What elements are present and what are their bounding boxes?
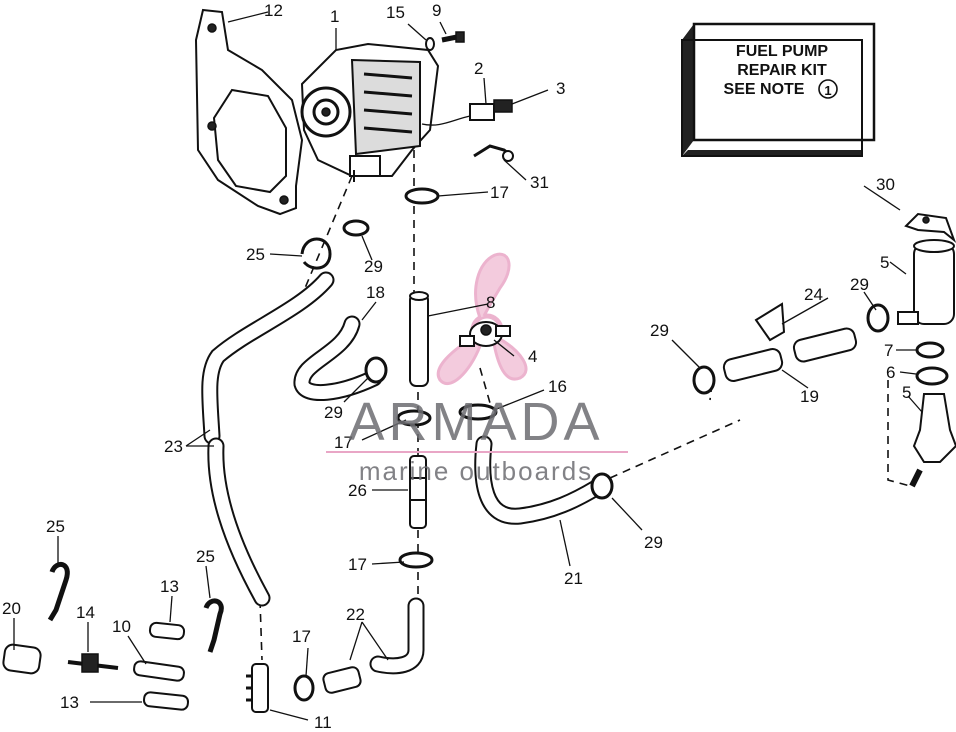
callout-6-bottom: 6 [886, 363, 895, 382]
callout-9: 9 [432, 1, 441, 20]
callout-15: 15 [386, 3, 405, 22]
clamp-29-right [590, 472, 614, 500]
callout-30: 30 [876, 175, 895, 194]
clamp-29-left [364, 356, 388, 384]
callout-17-top: 17 [490, 183, 509, 202]
repair-kit-box: FUEL PUMP REPAIR KIT SEE NOTE 1 [681, 22, 876, 157]
callout-18: 18 [366, 283, 385, 302]
callout-5-top: 5 [880, 253, 889, 272]
clip-25-mid [203, 598, 224, 653]
callout-24: 24 [804, 285, 823, 304]
washer [425, 37, 435, 51]
clip [473, 144, 514, 162]
callout-labels: 12 1 15 9 2 3 31 17 30 5 29 24 29 19 7 6… [2, 1, 911, 732]
callout-26: 26 [348, 481, 367, 500]
callout-19: 19 [800, 387, 819, 406]
callout-25-top: 25 [246, 245, 265, 264]
hose-22 [322, 597, 425, 694]
callout-3: 3 [556, 79, 565, 98]
hose-19 [722, 327, 858, 382]
clip-25-left [47, 562, 70, 622]
clamp-29-top [342, 219, 370, 237]
hose-21 [474, 435, 605, 525]
watermark: ARMADA marine outboards [326, 392, 628, 486]
hose-13-bottom [142, 691, 190, 711]
callout-1: 1 [330, 7, 339, 26]
hose-10 [133, 660, 185, 682]
filter-canister [897, 239, 955, 325]
callout-5-bottom: 5 [902, 383, 911, 402]
note-circle [818, 79, 838, 99]
callout-29-left: 29 [324, 403, 343, 422]
clamp-17-top [404, 187, 440, 205]
clamp-17-bottom [293, 674, 315, 702]
o-ring [915, 341, 945, 359]
fuel-fitting [421, 99, 513, 126]
callout-31: 31 [530, 173, 549, 192]
clip-25-top [300, 237, 332, 270]
kit-note-number: 1 [824, 83, 831, 98]
callout-10: 10 [112, 617, 131, 636]
callout-17-low: 17 [348, 555, 367, 574]
clamp-strap [904, 212, 956, 243]
callout-29-filter: 29 [850, 275, 869, 294]
screw [441, 31, 465, 43]
inline-filter [409, 455, 427, 529]
kit-line-2: REPAIR KIT [737, 62, 827, 79]
callout-17-bottom: 17 [292, 627, 311, 646]
callout-4: 4 [528, 347, 537, 366]
hose-8 [409, 291, 429, 387]
callout-23: 23 [164, 437, 183, 456]
hose-13-top [148, 621, 186, 641]
callout-16: 16 [548, 377, 567, 396]
callout-25-left: 25 [46, 517, 65, 536]
clamp-29-filter [866, 303, 890, 333]
callout-13-top: 13 [160, 577, 179, 596]
clamp-17-mid [396, 409, 432, 427]
leader-lines [13, 11, 923, 721]
callout-21: 21 [564, 569, 583, 588]
watermark-propeller-logo [436, 252, 528, 386]
callout-20: 20 [2, 599, 21, 618]
check-valve [67, 653, 119, 673]
bracket [754, 302, 786, 342]
callout-11: 11 [314, 713, 332, 732]
kit-line-1: FUEL PUMP [736, 43, 828, 60]
callout-13-bottom: 13 [60, 693, 79, 712]
callout-7: 7 [884, 341, 893, 360]
callout-17-mid: 17 [334, 433, 353, 452]
kit-line-3: SEE NOTE [724, 81, 805, 98]
callout-14: 14 [76, 603, 95, 622]
clamp-17-low [398, 551, 434, 569]
callout-29-hose: 29 [650, 321, 669, 340]
callout-29-top: 29 [364, 257, 383, 276]
hose-23 [201, 271, 335, 607]
callout-22: 22 [346, 605, 365, 624]
fuel-pump-body [300, 42, 440, 182]
callout-12: 12 [264, 1, 283, 20]
callout-2: 2 [474, 59, 483, 78]
clamp-16 [458, 403, 498, 421]
watermark-brand: ARMADA [348, 392, 603, 452]
watermark-tagline: marine outboards [359, 456, 593, 486]
callout-29-right: 29 [644, 533, 663, 552]
primer-bulb [2, 643, 42, 675]
hose-fitting-11 [246, 663, 269, 713]
gasket [915, 366, 949, 386]
callout-25-mid: 25 [196, 547, 215, 566]
callout-8: 8 [486, 293, 495, 312]
hose-18 [293, 315, 383, 402]
clamp-29-hose [692, 365, 716, 395]
filter-base [909, 393, 956, 488]
mounting-plate [194, 8, 304, 216]
